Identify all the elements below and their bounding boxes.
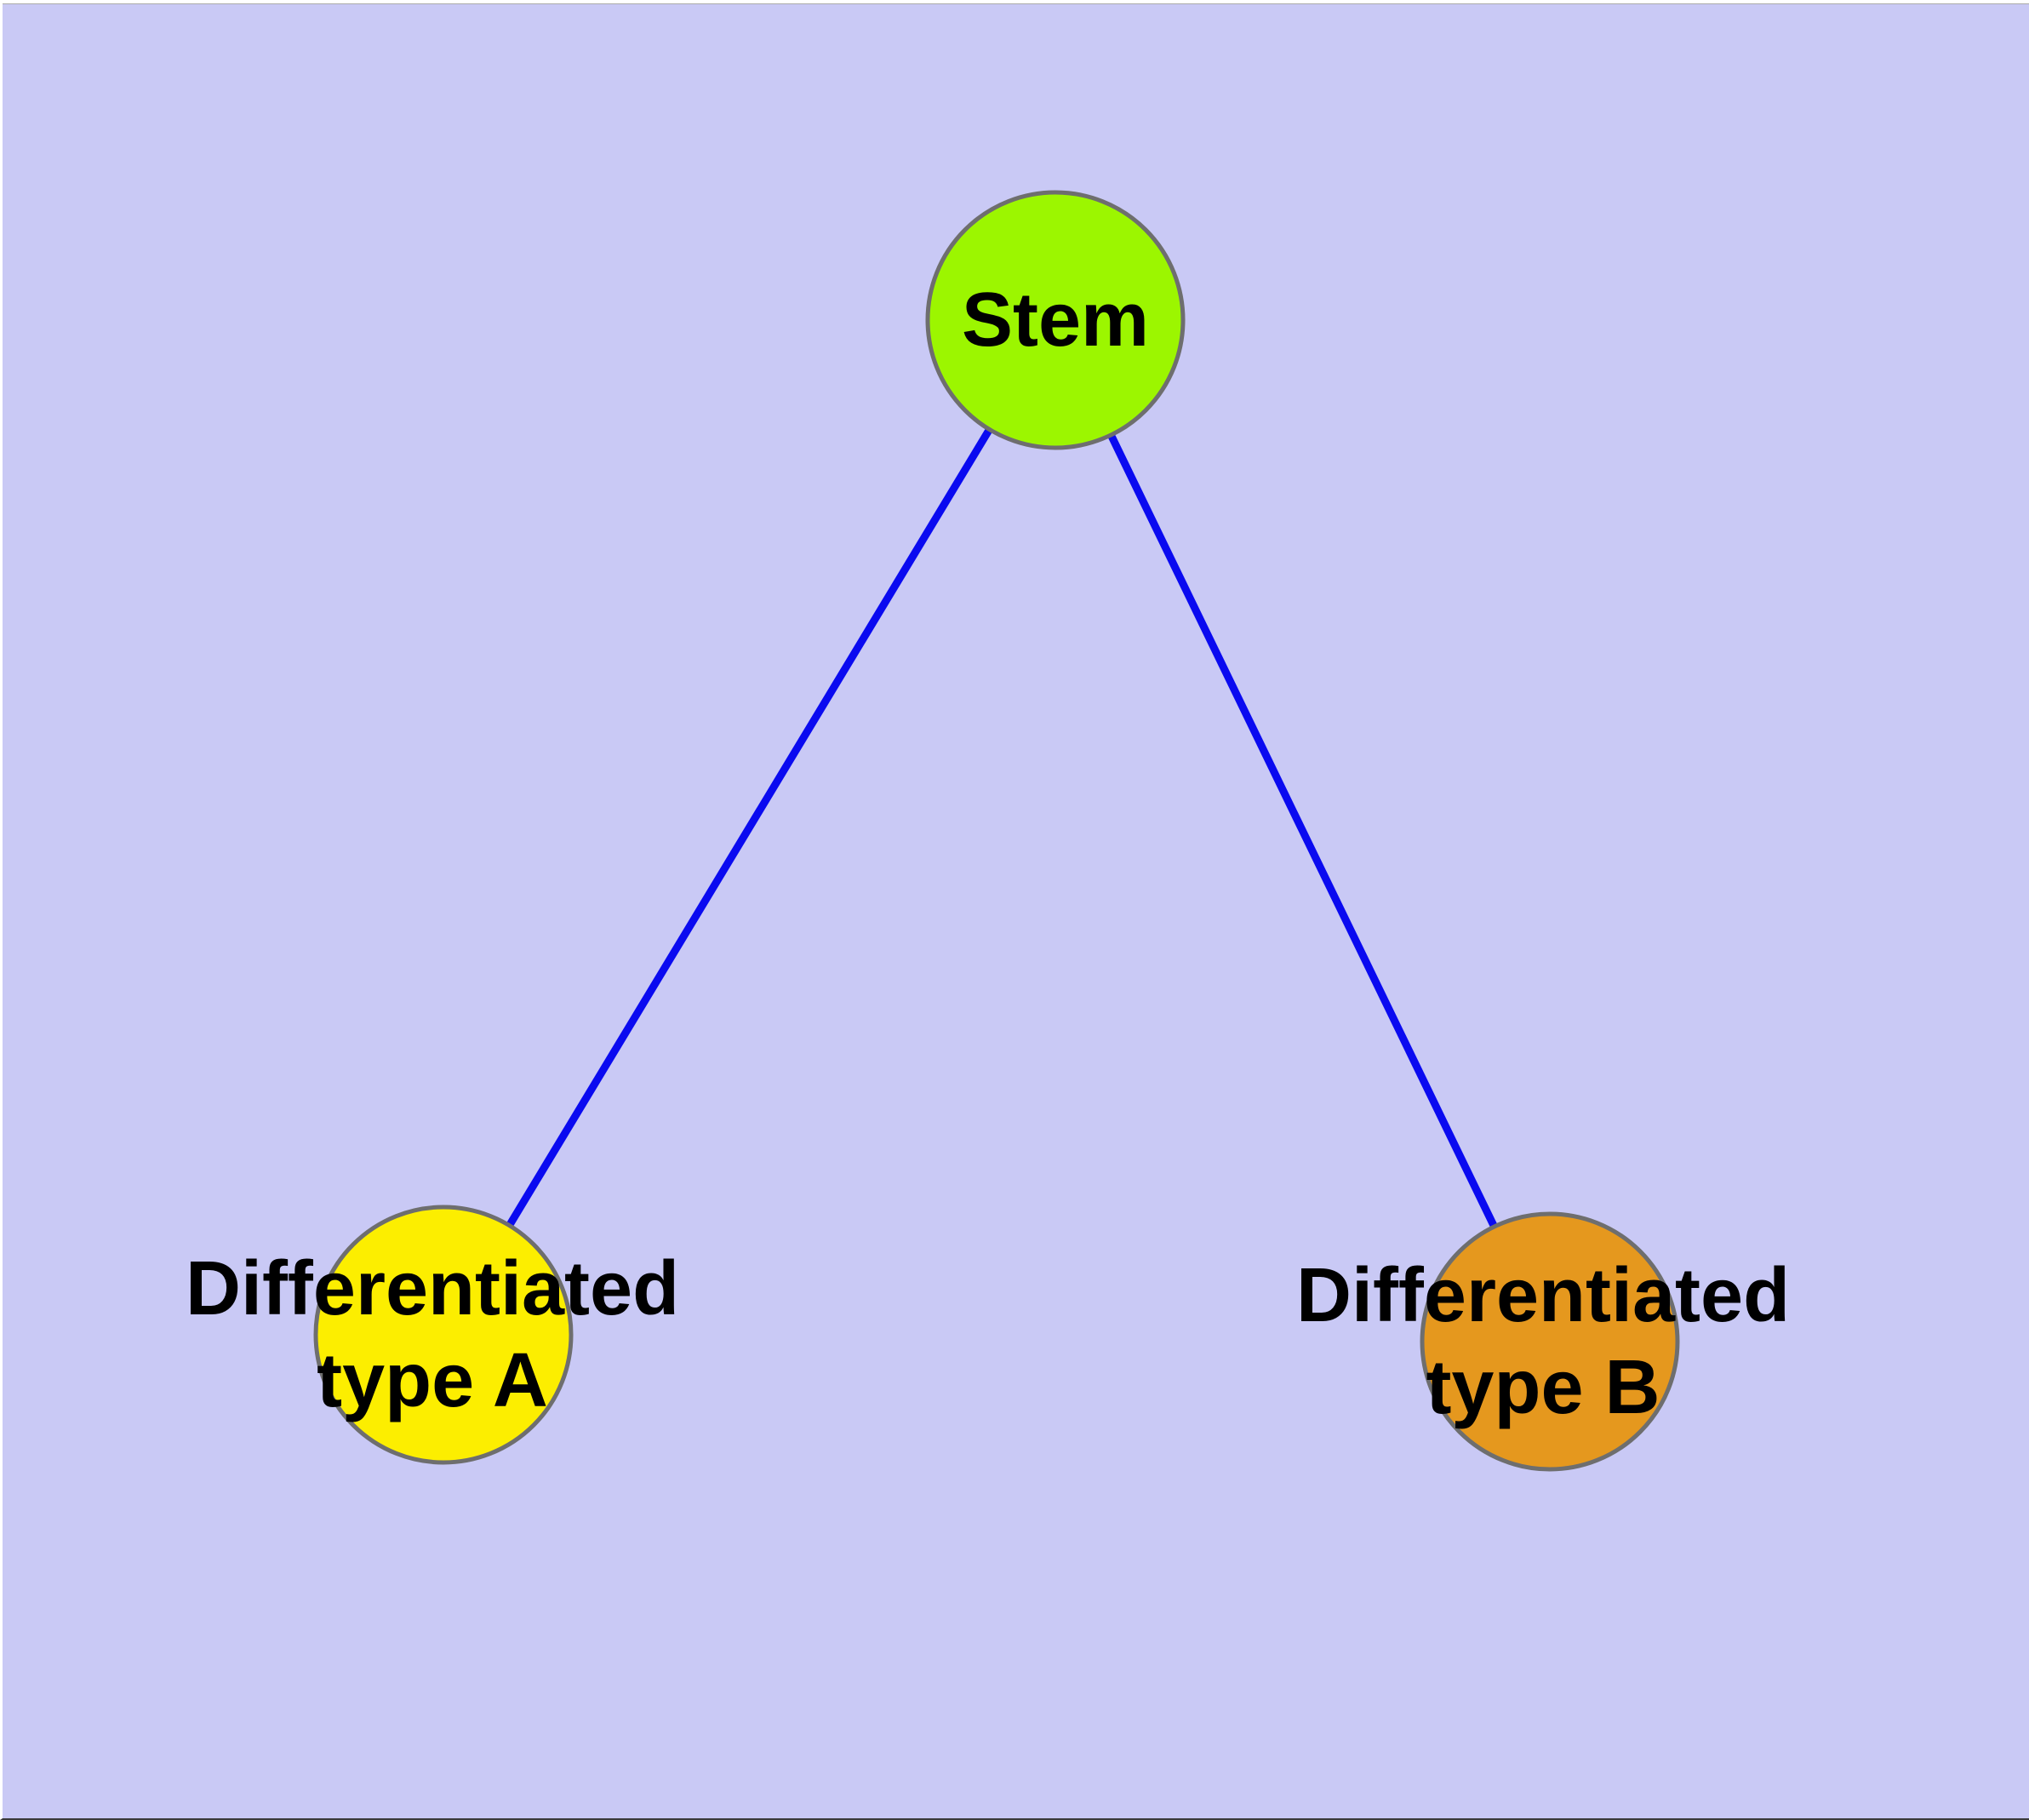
edge-stem-to-differentiated-type-a bbox=[440, 318, 1059, 1337]
node-differentiated-type-b-label: Differentiated type B bbox=[1296, 1250, 1790, 1434]
node-differentiated-type-b-label-line2: type B bbox=[1426, 1345, 1660, 1430]
node-stem-circle bbox=[925, 190, 1186, 450]
node-differentiated-type-a-label: Differentiated type A bbox=[186, 1243, 679, 1427]
node-differentiated-type-b-circle bbox=[1420, 1211, 1680, 1472]
edge-stem-to-differentiated-type-b bbox=[1051, 318, 1554, 1343]
node-differentiated-type-a-label-line1: Differentiated bbox=[185, 1246, 680, 1331]
node-differentiated-type-b-label-line1: Differentiated bbox=[1295, 1253, 1791, 1338]
node-stem-label: Stem bbox=[962, 274, 1149, 366]
node-stem-label-line: Stem bbox=[961, 278, 1150, 363]
node-differentiated-type-a-label-line2: type A bbox=[317, 1338, 548, 1423]
graph-svg bbox=[313, 190, 1680, 1472]
node-differentiated-type-a-circle bbox=[313, 1205, 574, 1465]
